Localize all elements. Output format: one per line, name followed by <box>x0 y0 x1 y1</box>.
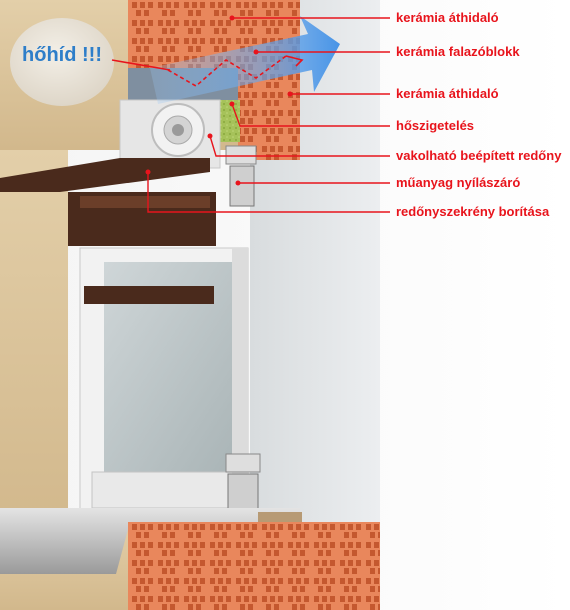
thermal-insulation <box>218 100 240 142</box>
heat-bridge-arrow <box>150 16 340 104</box>
shutter-box-cover <box>0 158 210 192</box>
frame-profile <box>232 248 248 520</box>
heat-path-dotted <box>167 55 287 87</box>
label-ceramic-lintel: kerámia áthidaló <box>396 86 499 101</box>
label-built-in-shutter: vakolható beépített redőny <box>396 148 562 163</box>
frame-cross-section-top <box>229 165 255 207</box>
heat-bridge-bubble <box>10 18 114 106</box>
window-sill <box>0 508 300 574</box>
label-thermal-insulation: hőszigetelés <box>396 118 475 133</box>
heat-bridge-label: hőhíd !!! <box>22 44 102 66</box>
exterior-render-left <box>0 150 68 530</box>
leader-lines <box>147 17 390 213</box>
label-ceramic-wall-block: kerámia falazóblokk <box>396 44 520 59</box>
label-ceramic-lintel-top: kerámia áthidaló <box>396 10 499 25</box>
bubble-pointer <box>111 59 171 71</box>
label-plastic-window: műanyag nyílászáró <box>396 175 521 190</box>
shutter-slat <box>84 286 214 304</box>
lower-brick-wall <box>128 522 380 610</box>
label-shutter-box-cover: redőnyszekrény borítása <box>396 204 550 219</box>
window-sash-bottom <box>91 471 245 509</box>
